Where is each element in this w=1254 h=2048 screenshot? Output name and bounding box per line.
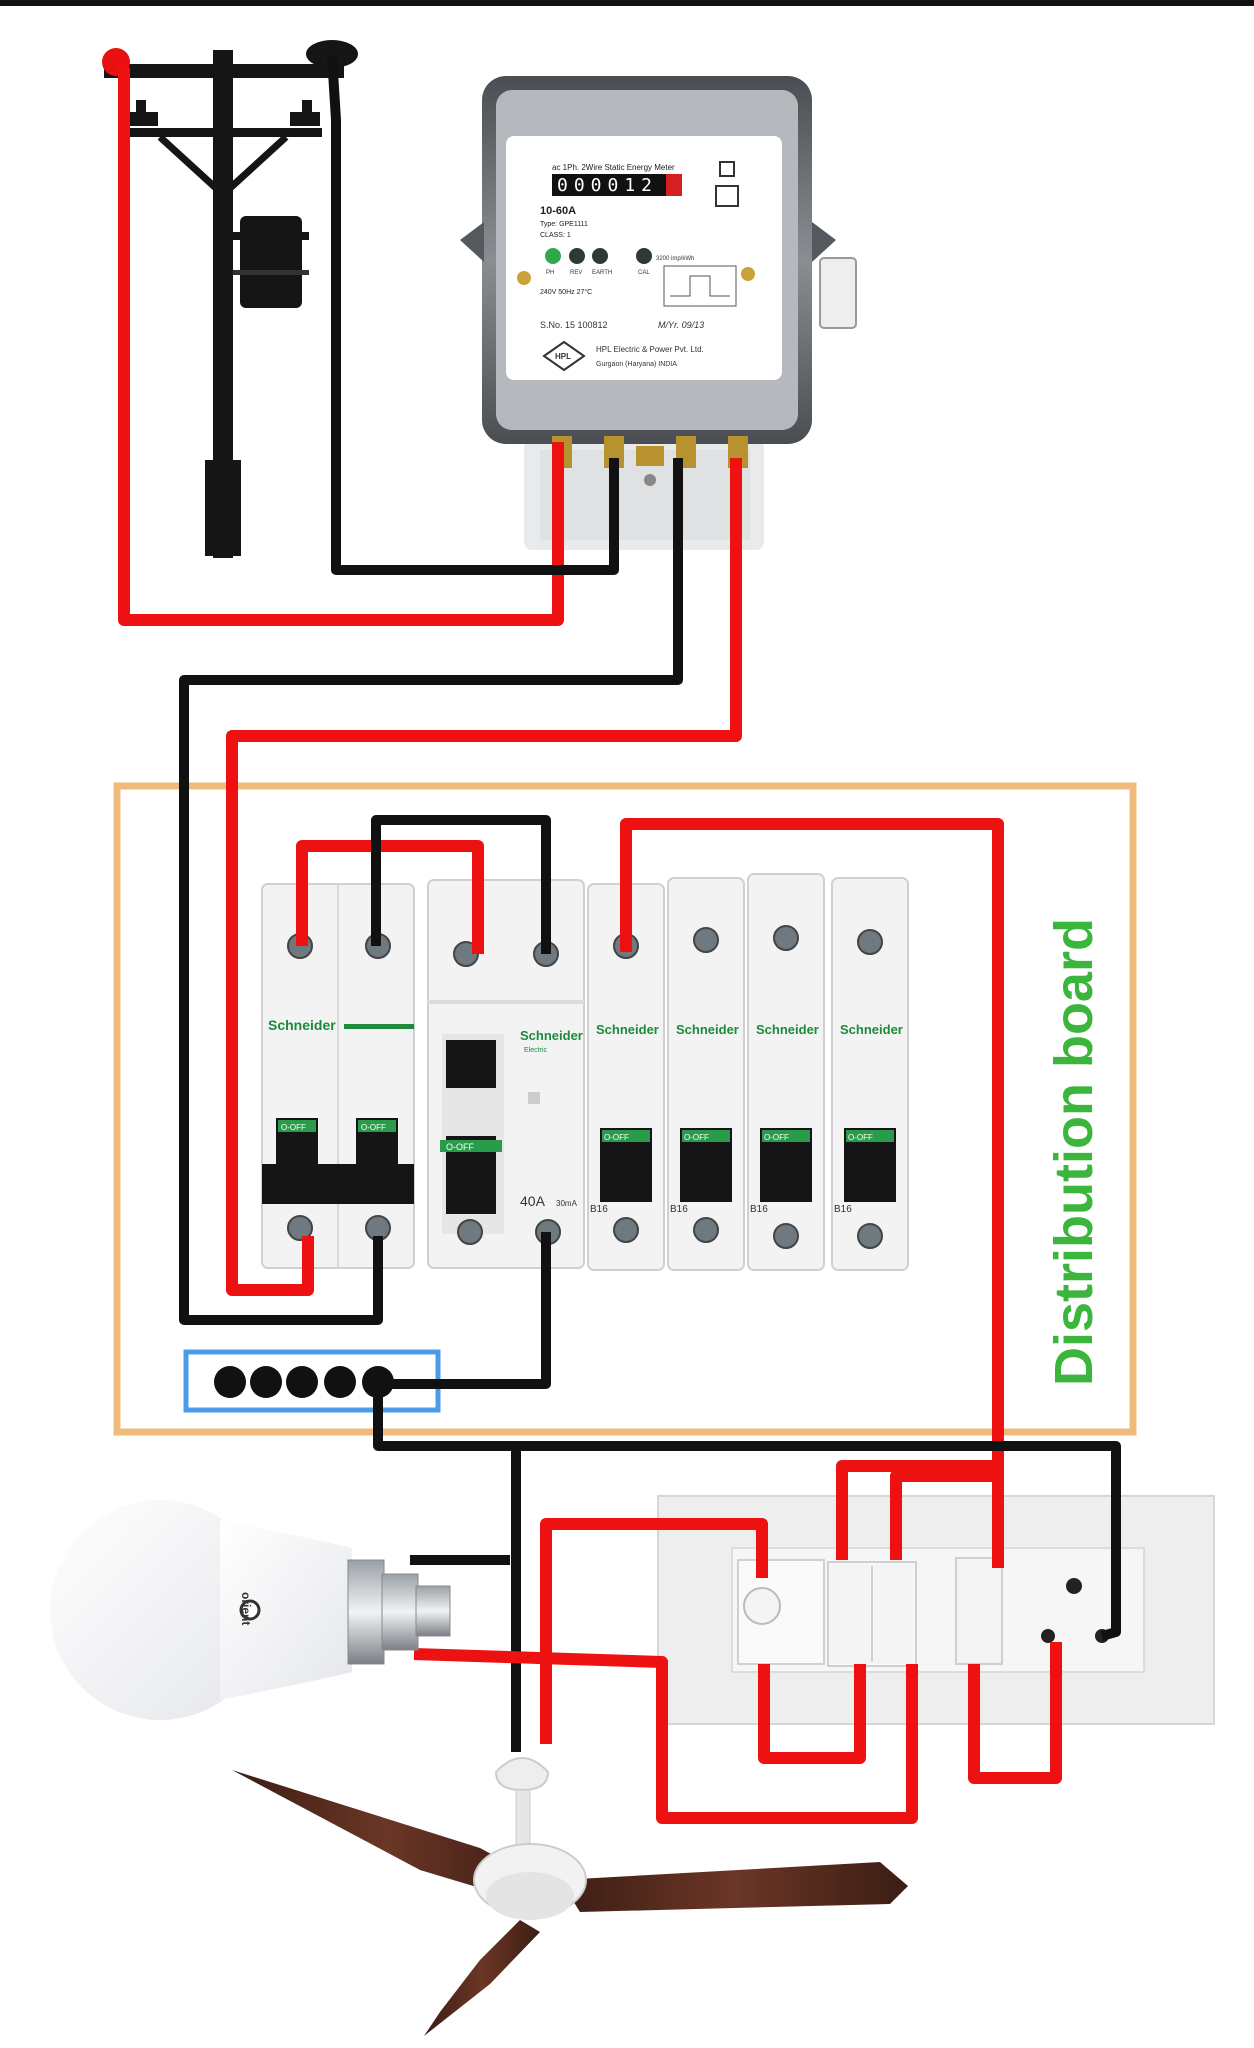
wiring [114,55,1121,1824]
mcb-2-icon: Schneider O-OFF B16 [667,877,745,1271]
hpl-logo: HPL [542,340,586,372]
mcb-4-icon: Schneider O-OFF B16 [831,877,909,1271]
main-switch-toggle-label-1: O-OFF [281,1123,306,1132]
utility-pole-icon [102,40,358,558]
meter-manufacture: M/Yr. 09/13 [658,320,704,330]
mcb-1-rating: B16 [590,1204,608,1215]
ceiling-fan-icon [232,1757,908,2036]
meter-address: Gurgaon (Haryana) INDIA [596,361,677,368]
rccb-rating: 40A [520,1193,546,1209]
meter-type: Type: GPE1111 [540,221,588,228]
meter-header: ac 1Ph. 2Wire Static Energy Meter [552,163,675,172]
bulb-brand: orient [239,1592,253,1625]
mcb-3-rating: B16 [750,1204,768,1215]
rccb-toggle-label: O-OFF [446,1142,474,1152]
switch-board-icon [657,1495,1215,1725]
light-switch[interactable] [830,1564,870,1664]
rccb-icon: Schneider Electric O-OFF 40A 30mA [427,879,585,1269]
mcb-3-brand: Schneider [756,1022,819,1037]
regulator-knob-icon[interactable] [743,1587,781,1625]
mcb-2-rating: B16 [670,1204,688,1215]
mcb-4-rating: B16 [834,1204,852,1215]
meter-circuit-diagram [663,265,737,307]
mcb-2-toggle-label: O-OFF [684,1133,709,1142]
svg-text:HPL: HPL [555,352,571,361]
energy-meter-icon: ac 1Ph. 2Wire Static Energy Meter 000012… [460,76,857,550]
led-label-ph: PH [546,270,554,276]
meter-rating: 10-60A [540,205,576,217]
meter-imp: 3200 imp/kWh [656,256,694,262]
meter-reading: 000012 [557,175,658,196]
mcb-4-brand: Schneider [840,1022,903,1037]
meter-indicator-leds: PH REV EARTH CAL [545,248,652,276]
light-bulb-icon: orient [50,1500,451,1720]
distribution-board-frame [113,782,1137,1436]
main-switch-brand-1: Schneider [268,1017,336,1033]
mcb-1-icon: Schneider O-OFF B16 [587,883,665,1271]
led-label-rev: REV [570,270,582,276]
socket-switch[interactable] [955,1557,1003,1665]
mcb-3-icon: Schneider O-OFF B16 [747,873,825,1271]
distribution-board-label: Distribution board [1044,918,1104,1386]
mcb-2-brand: Schneider [676,1022,739,1037]
meter-class: CLASS: 1 [540,232,571,239]
main-switch-toggle-label-2: O-OFF [361,1123,386,1132]
mcb-4-toggle-label: O-OFF [848,1133,873,1142]
rccb-brand: Schneider [520,1028,583,1043]
rccb-sensitivity: 30mA [556,1199,578,1208]
main-switch-icon: Schneider O-OFF O-OFF [261,883,415,1269]
meter-voltage: 240V 50Hz 27°C [540,288,592,296]
meter-serial: S.No. 15 100812 [540,320,608,330]
mcb-1-toggle-label: O-OFF [604,1133,629,1142]
led-label-earth: EARTH [592,270,612,276]
top-border [0,0,1254,6]
mcb-3-toggle-label: O-OFF [764,1133,789,1142]
mcb-1-brand: Schneider [596,1022,659,1037]
fan-switch[interactable] [874,1564,914,1664]
meter-maker: HPL Electric & Power Pvt. Ltd. [596,345,704,354]
led-label-cal: CAL [638,270,650,276]
rccb-brand-sub: Electric [524,1047,547,1054]
